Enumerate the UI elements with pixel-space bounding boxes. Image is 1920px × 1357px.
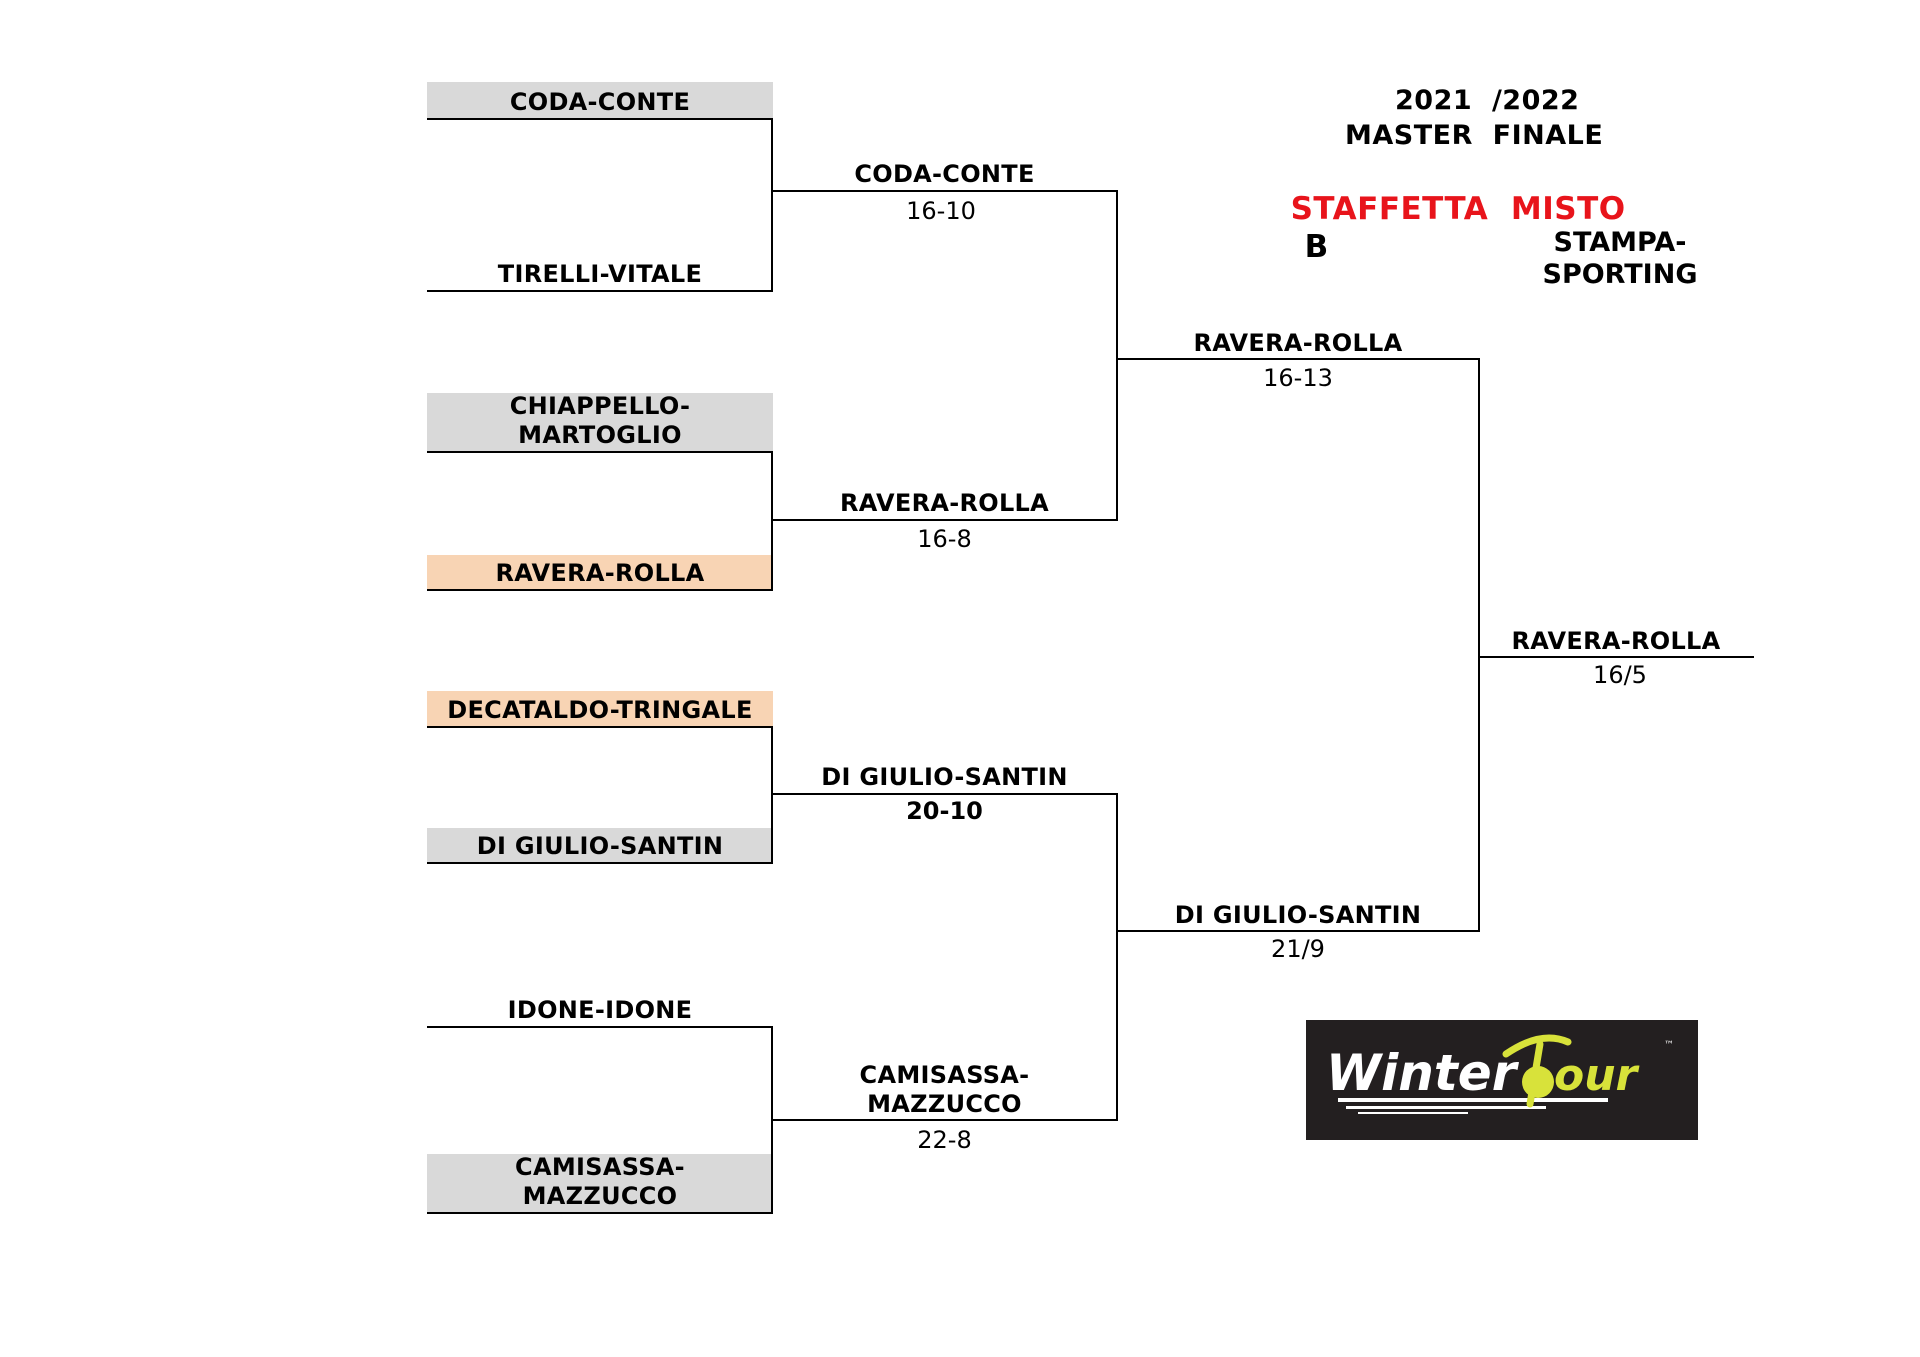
r2-winner-4-line2: MAZZUCCO: [867, 1090, 1022, 1118]
venue-title: STAMPA- SPORTING: [1520, 227, 1720, 291]
final-score: 16/5: [1593, 661, 1647, 689]
logo-word-winter: Winter: [1326, 1044, 1520, 1102]
r2-line-3: [771, 793, 1118, 795]
r1-slot-6-label: DI GIULIO-SANTIN: [476, 832, 724, 860]
r2-connector-bottom: [1116, 793, 1118, 1121]
r1-slot-3-label-line1: CHIAPPELLO-: [509, 392, 691, 420]
tennis-ball-t-icon: [1502, 1034, 1572, 1108]
r1-slot-5-label: DECATALDO-TRINGALE: [447, 696, 753, 724]
r1-slot-7: IDONE-IDONE: [427, 990, 773, 1028]
sf-score-2: 21/9: [1271, 935, 1325, 963]
sf-line-2: [1116, 930, 1480, 932]
sf-winner-2: DI GIULIO-SANTIN: [1174, 901, 1422, 929]
final-winner: RAVERA-ROLLA: [1511, 627, 1721, 655]
wintertour-logo: Winter our ™: [1306, 1020, 1698, 1140]
r1-slot-6: DI GIULIO-SANTIN: [427, 828, 773, 864]
venue-line1: STAMPA-: [1553, 227, 1687, 258]
r2-connector-top: [1116, 190, 1118, 521]
category-letter: B: [1304, 229, 1329, 265]
logo-tm: ™: [1664, 1040, 1674, 1051]
logo-word-our: our: [1554, 1050, 1640, 1101]
r1-slot-5: DECATALDO-TRINGALE: [427, 691, 773, 728]
r2-score-3: 20-10: [906, 797, 983, 825]
r1-slot-4: RAVERA-ROLLA: [427, 555, 773, 591]
event-title: MASTER FINALE: [1345, 120, 1604, 151]
sf-line-1: [1116, 358, 1480, 360]
season-title: 2021 /2022: [1395, 85, 1580, 116]
r1-slot-1-label: CODA-CONTE: [509, 88, 691, 116]
r1-slot-8-label-line2: MAZZUCCO: [522, 1182, 678, 1210]
category-label: STAFFETTA MISTO: [1290, 191, 1626, 227]
r2-winner-4-line1: CAMISASSA-: [859, 1061, 1030, 1089]
r1-slot-2-label: TIRELLI-VITALE: [497, 260, 703, 288]
venue-line2: SPORTING: [1542, 259, 1698, 290]
r1-slot-3-label-line2: MARTOGLIO: [518, 421, 682, 449]
r2-winner-3: DI GIULIO-SANTIN: [821, 763, 1068, 791]
r2-score-4: 22-8: [917, 1126, 972, 1154]
r1-slot-2: TIRELLI-VITALE: [427, 254, 773, 292]
r2-line-2: [771, 519, 1118, 521]
sf-winner-1: RAVERA-ROLLA: [1193, 329, 1403, 357]
r2-winner-4: CAMISASSA- MAZZUCCO: [771, 1061, 1118, 1119]
category-title: STAFFETTA MISTO B: [1268, 152, 1626, 266]
sf-connector: [1478, 358, 1480, 932]
r1-slot-1: CODA-CONTE: [427, 82, 773, 120]
r1-connector-a: [771, 118, 773, 292]
wintertour-logo-graphic: Winter our ™: [1326, 1034, 1674, 1114]
r2-score-1: 16-10: [906, 197, 976, 225]
r1-slot-3: CHIAPPELLO- MARTOGLIO: [427, 392, 773, 453]
sf-score-1: 16-13: [1263, 364, 1333, 392]
r1-slot-8-label-line1: CAMISASSA-: [515, 1153, 685, 1181]
r2-winner-1: CODA-CONTE: [854, 160, 1035, 188]
r1-slot-7-label: IDONE-IDONE: [507, 996, 693, 1024]
final-line: [1478, 656, 1754, 658]
r2-winner-2: RAVERA-ROLLA: [839, 489, 1050, 517]
r2-line-1: [771, 190, 1118, 192]
r1-slot-4-label: RAVERA-ROLLA: [495, 559, 705, 587]
r2-score-2: 16-8: [917, 525, 972, 553]
r2-line-4: [771, 1119, 1118, 1121]
r1-slot-8: CAMISASSA- MAZZUCCO: [427, 1153, 773, 1214]
